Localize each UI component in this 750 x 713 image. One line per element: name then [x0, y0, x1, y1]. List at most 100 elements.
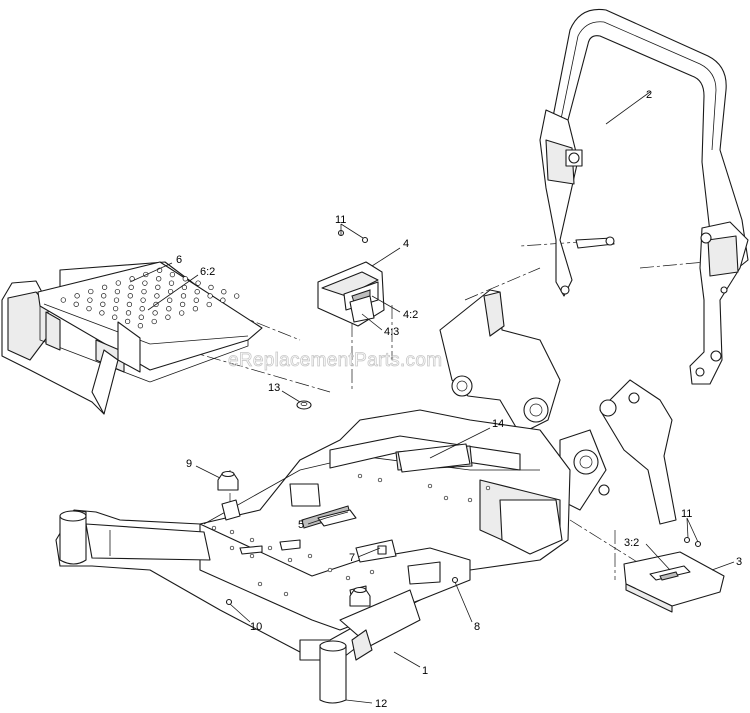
- perforation-hole: [86, 305, 92, 312]
- leader-lines: [129, 91, 735, 704]
- cover-plate-3: [623, 551, 725, 613]
- perforation-hole: [377, 477, 383, 483]
- decal-14: [397, 443, 471, 473]
- perforation-hole: [345, 575, 351, 581]
- perforation-hole: [167, 297, 173, 303]
- perforation-hole: [126, 301, 133, 308]
- bumper-9: [217, 470, 239, 491]
- screw-11b: [361, 236, 369, 244]
- perforation-hole: [166, 306, 172, 312]
- callout-10: 10: [250, 621, 262, 633]
- perforation-hole: [128, 284, 134, 290]
- callout-3-2: 3:2: [624, 537, 639, 549]
- perforation-hole: [88, 288, 94, 295]
- perforation-hole: [220, 297, 226, 303]
- perforation-hole: [155, 284, 161, 290]
- perforation-hole: [229, 529, 235, 535]
- perforation-hole: [179, 310, 185, 316]
- perforation-hole: [207, 293, 213, 299]
- perforation-hole: [234, 293, 240, 299]
- perforation-hole: [113, 297, 120, 303]
- perforation-hole: [195, 280, 201, 286]
- perforation-hole: [193, 297, 199, 303]
- perforation-hole: [485, 485, 491, 491]
- perforation-hole: [369, 569, 375, 575]
- perforation-hole: [112, 314, 118, 320]
- perforation-hole: [267, 545, 273, 551]
- perforation-hole: [137, 323, 144, 329]
- perforation-hole: [60, 297, 66, 303]
- perforation-hole: [208, 284, 214, 291]
- callout-3: 3: [736, 556, 742, 568]
- perforation-hole: [115, 280, 121, 286]
- perforation-hole: [152, 310, 158, 316]
- perforation-hole: [101, 284, 108, 290]
- callout-8: 8: [474, 621, 480, 633]
- perforation-hole: [114, 288, 121, 295]
- perforation-hole: [138, 314, 144, 320]
- perforation-hole: [154, 293, 160, 299]
- perforation-hole: [112, 305, 119, 312]
- callout-12: 12: [375, 698, 387, 710]
- perforation-hole: [427, 483, 433, 489]
- perforation-hole: [87, 297, 93, 303]
- hardware: [217, 229, 702, 607]
- callouts: 1 2 3 3:2 4 4:2 4:3 5 6 6:2 7 8 9 10 11 …: [176, 89, 742, 710]
- callout-11-right: 11: [681, 508, 692, 520]
- perforation-hole: [169, 271, 176, 278]
- perforation-hole: [168, 280, 175, 286]
- screw-11d: [694, 540, 702, 548]
- watermark: eReplacementParts.com: [228, 350, 442, 371]
- perforation-hole: [180, 293, 187, 299]
- perforation-hole: [249, 537, 255, 543]
- perforation-hole: [443, 495, 449, 501]
- perforation-hole: [182, 276, 188, 282]
- perforation-hole: [327, 567, 333, 573]
- bracket-4: [317, 261, 385, 327]
- foot-plate-6: [1, 261, 263, 415]
- callout-4-2: 4:2: [403, 309, 418, 321]
- perforation-hole: [181, 284, 188, 291]
- callout-7: 7: [349, 552, 355, 564]
- perforation-hole: [151, 318, 157, 325]
- nut-8: [451, 576, 459, 584]
- nut-10: [225, 598, 233, 606]
- perforation-hole: [221, 289, 227, 295]
- perforation-hole: [179, 301, 186, 308]
- perforation-hole: [467, 497, 473, 503]
- perforation-hole: [287, 557, 293, 563]
- perforation-hole: [156, 276, 162, 282]
- callout-6-2: 6:2: [200, 266, 215, 278]
- perforation-hole: [100, 301, 106, 307]
- callout-14: 14: [492, 418, 504, 430]
- upper-frame-brackets: [439, 289, 677, 525]
- bumper-lower: [349, 586, 371, 607]
- perforation-hole: [257, 581, 263, 587]
- perforation-hole: [124, 318, 131, 325]
- perforation-hole: [357, 473, 363, 479]
- perforation-hole: [73, 301, 79, 307]
- bolt-7: [377, 545, 387, 555]
- perforation-hole: [142, 280, 148, 286]
- perforation-hole: [99, 310, 105, 316]
- perforation-hole: [283, 591, 289, 597]
- callout-2: 2: [646, 89, 652, 101]
- perforation-hole: [74, 293, 80, 299]
- callout-11-top: 11: [335, 214, 346, 226]
- callout-9: 9: [186, 458, 192, 470]
- callout-13: 13: [268, 382, 280, 394]
- perforation-hole: [140, 297, 146, 303]
- grommet-13: [296, 400, 312, 410]
- perforation-hole: [139, 306, 145, 312]
- perforation-hole: [211, 525, 217, 531]
- callout-1: 1: [422, 665, 428, 677]
- perforation-hole: [249, 553, 255, 559]
- perforation-hole: [101, 293, 107, 299]
- perforation-hole: [192, 306, 199, 312]
- perforation-hole: [125, 310, 132, 316]
- screw-11c: [683, 536, 691, 544]
- callout-4: 4: [403, 238, 409, 250]
- perforation-hole: [229, 545, 235, 551]
